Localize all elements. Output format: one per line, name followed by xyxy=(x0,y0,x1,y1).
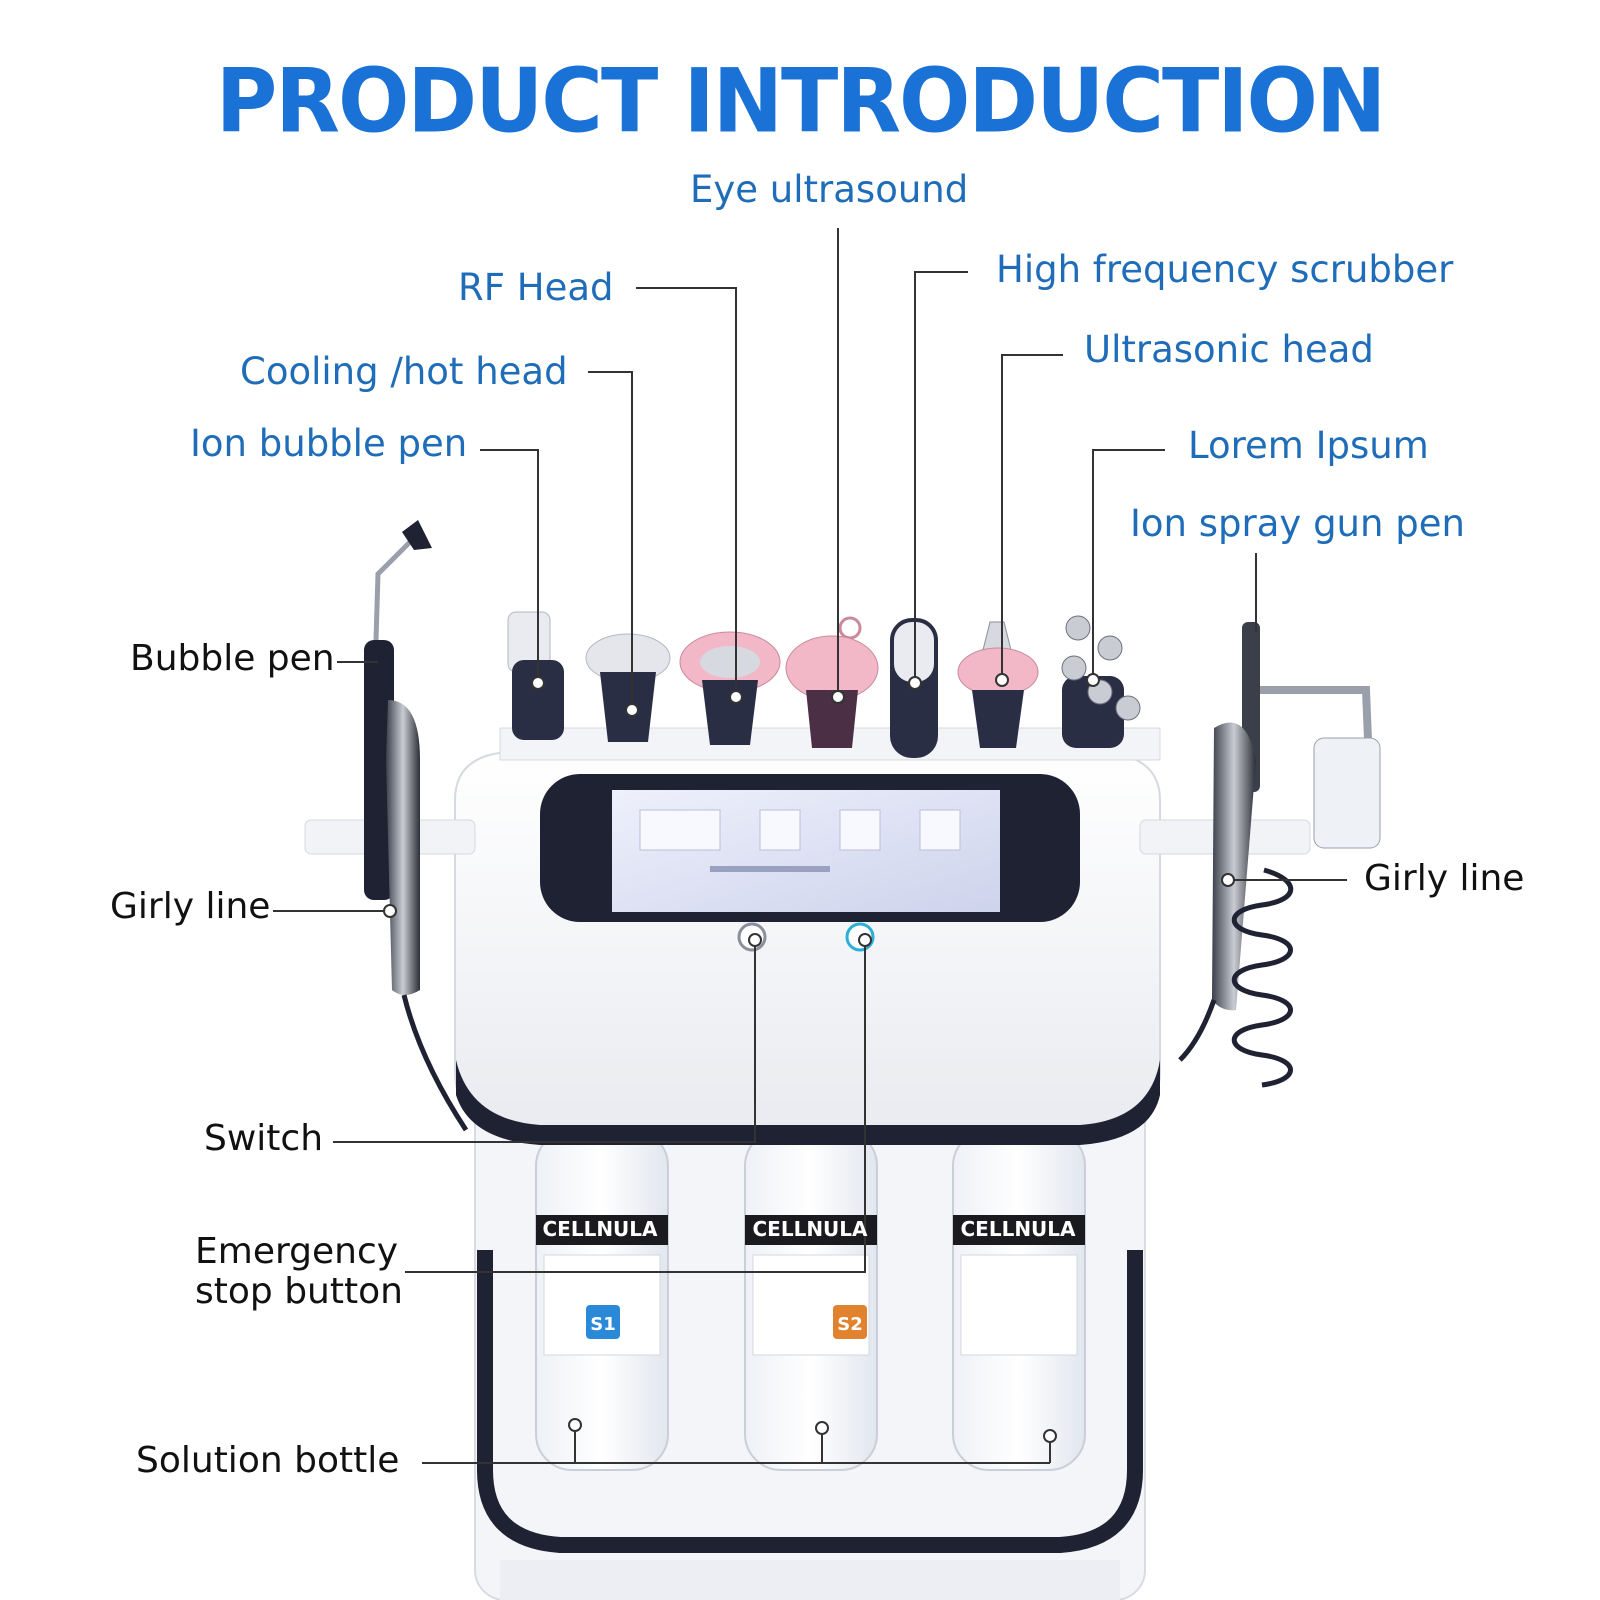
leader-dots xyxy=(383,673,1235,1443)
lorem-ipsum-head xyxy=(1061,615,1141,748)
label-bubble-pen: Bubble pen xyxy=(130,638,335,679)
label-cooling-hot-head: Cooling /hot head xyxy=(240,350,568,393)
bottle-3-brand: CELLNULA xyxy=(960,1217,1076,1241)
label-ultrasonic-head: Ultrasonic head xyxy=(1084,328,1374,371)
label-rf-head: RF Head xyxy=(458,266,614,309)
bottle-3 xyxy=(952,1129,1086,1471)
bottle-2-brand: CELLNULA xyxy=(752,1217,868,1241)
touch-screen xyxy=(540,774,1080,922)
right-spray-gun xyxy=(1212,622,1381,1011)
eye-ultrasound-head xyxy=(785,616,879,748)
label-ion-spray-gun-pen: Ion spray gun pen xyxy=(1130,502,1465,545)
label-eye-ultrasound: Eye ultrasound xyxy=(690,168,969,211)
left-bubble-pen xyxy=(364,520,469,1132)
bottle-2-badge: S2 xyxy=(837,1314,863,1335)
label-lorem-ipsum: Lorem Ipsum xyxy=(1188,424,1429,467)
right-coiled-cable xyxy=(1178,867,1294,1088)
bottle-1-badge: S1 xyxy=(590,1314,616,1335)
ion-bubble-pen-head xyxy=(507,611,564,740)
label-emergency-stop-line1: Emergency xyxy=(195,1231,399,1272)
label-girly-line-left: Girly line xyxy=(110,886,271,927)
bottle-2 xyxy=(744,1129,878,1471)
label-girly-line-right: Girly line xyxy=(1364,858,1525,899)
label-switch: Switch xyxy=(204,1118,324,1159)
label-ion-bubble-pen: Ion bubble pen xyxy=(190,422,468,465)
label-emergency-stop-button: Emergency stop button xyxy=(195,1232,415,1312)
leader-lines xyxy=(273,228,1347,1464)
label-high-frequency-scrubber: High frequency scrubber xyxy=(996,248,1454,291)
cooling-hot-head xyxy=(585,633,671,742)
rf-head xyxy=(679,631,781,745)
bottle-1 xyxy=(535,1129,669,1471)
page-title: PRODUCT INTRODUCTION xyxy=(215,49,1387,153)
bottle-1-brand: CELLNULA xyxy=(542,1217,658,1241)
label-solution-bottle: Solution bottle xyxy=(136,1440,400,1481)
ultrasonic-head xyxy=(957,621,1039,748)
label-emergency-stop-line2: stop button xyxy=(195,1271,403,1312)
